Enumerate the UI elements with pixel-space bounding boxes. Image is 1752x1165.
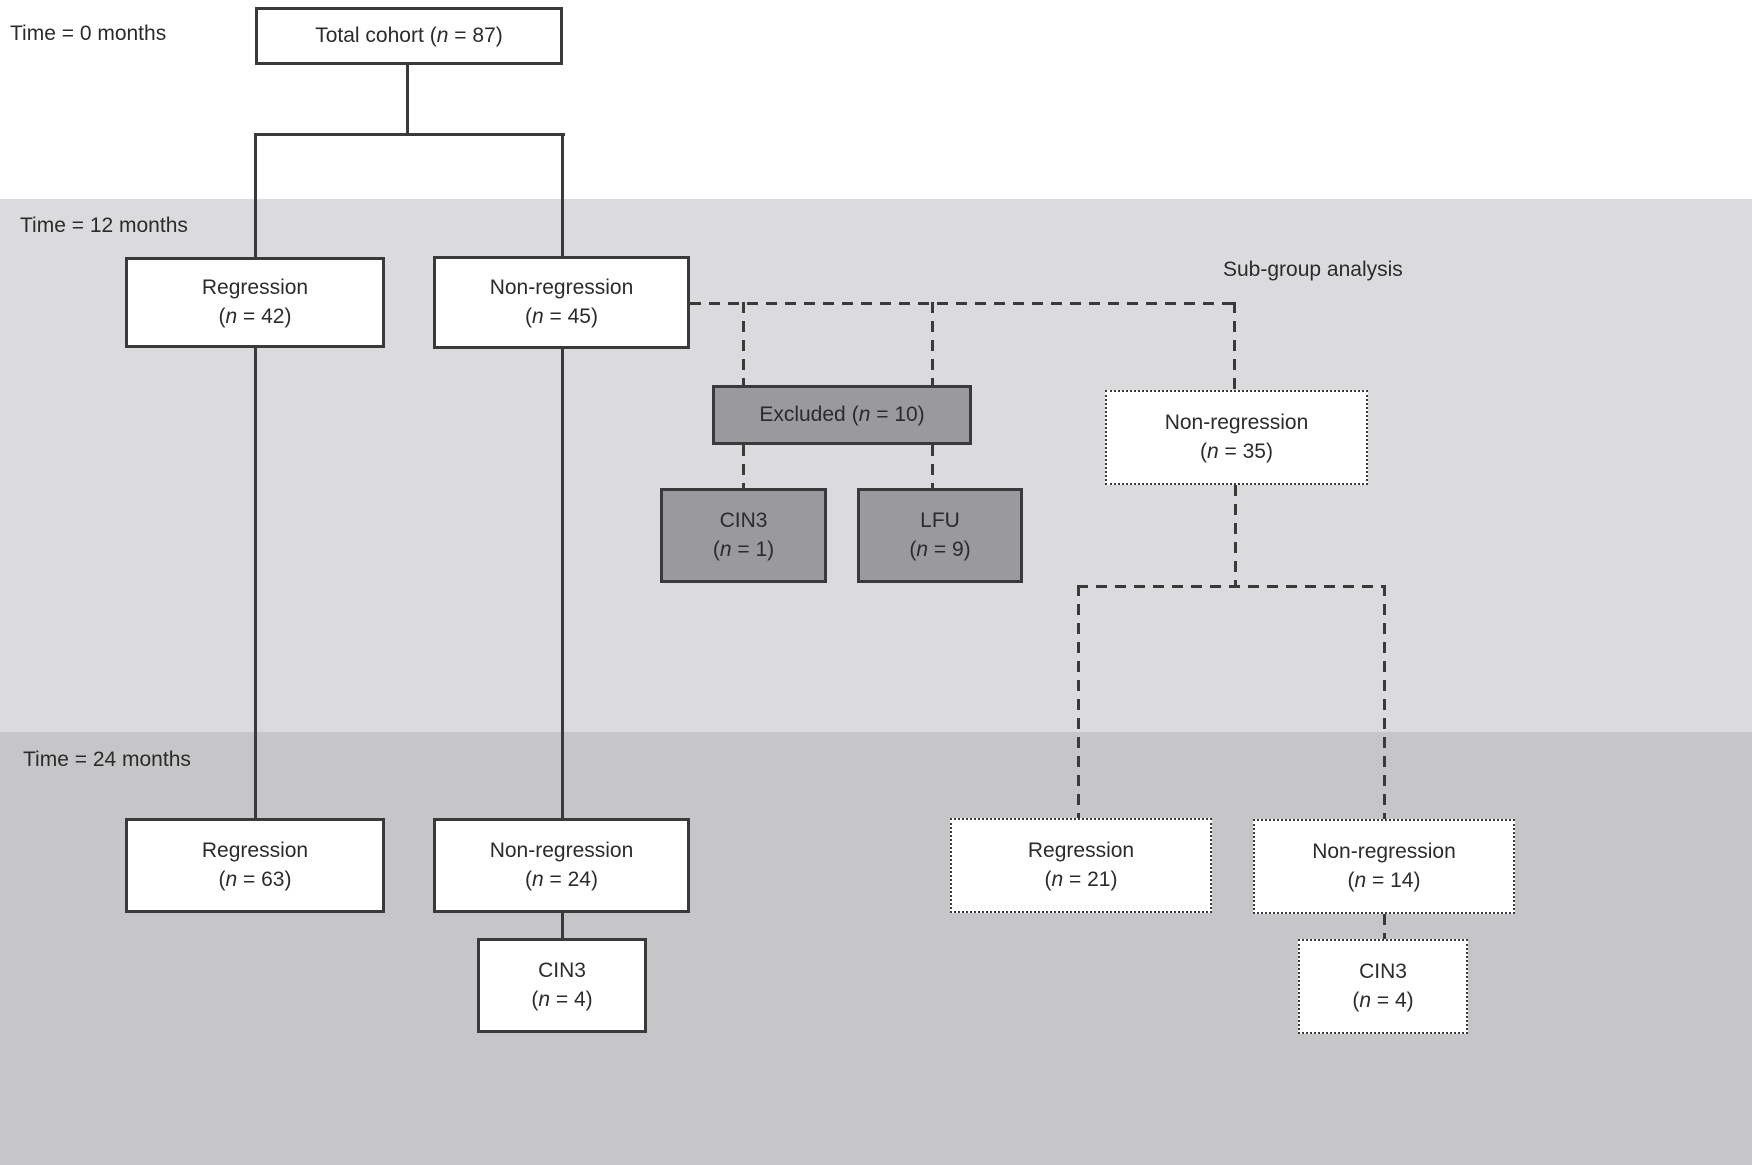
node-regression-24: Regression (n = 63): [125, 818, 385, 913]
node-total-cohort: Total cohort (n = 87): [255, 7, 563, 65]
node-cin3-24-title: CIN3: [538, 958, 586, 982]
node-non-regression-14: Non-regression (n = 14): [1253, 819, 1515, 914]
node-regression-21-title: Regression: [1027, 838, 1135, 862]
connector-dashed-excluded-to-lfu: [931, 445, 934, 488]
node-excluded: Excluded (n = 10): [712, 385, 972, 445]
node-lfu-title: LFU: [920, 508, 960, 532]
connector-dashed-subgroup-split: [1077, 585, 1386, 588]
label-time-12-months: Time = 12 months: [20, 214, 188, 237]
connector-split-to-regression12: [254, 133, 257, 257]
connector-dashed-to-regression21: [1077, 585, 1080, 818]
node-total-cohort-count: (n = 87): [429, 23, 503, 47]
node-non-regression-35: Non-regression (n = 35): [1105, 390, 1368, 485]
connector-dashed-to-nonregression14: [1383, 585, 1386, 819]
node-regression-24-title: Regression: [201, 838, 309, 862]
connector-dashed-nonregression35-down: [1234, 485, 1237, 585]
node-cin3-sub-title: CIN3: [1359, 959, 1407, 983]
label-time-24-months: Time = 24 months: [23, 748, 191, 771]
node-non-regression-14-count: (n = 14): [1347, 868, 1421, 892]
node-excluded-count: (n = 10): [851, 402, 925, 426]
connector-regression12-to-regression24: [254, 348, 257, 818]
connector-dashed-to-excluded-left: [742, 302, 745, 385]
connector-dashed-excluded-to-cin3: [742, 445, 745, 488]
node-non-regression-12: Non-regression (n = 45): [433, 256, 690, 349]
node-regression-21-count: (n = 21): [1044, 867, 1118, 891]
connector-dashed-to-excluded-right: [931, 302, 934, 385]
node-non-regression-35-title: Non-regression: [1164, 410, 1309, 434]
label-subgroup-analysis: Sub-group analysis: [1223, 258, 1403, 281]
connector-split-horizontal: [254, 133, 565, 136]
node-regression-24-count: (n = 63): [218, 867, 292, 891]
connector-dashed-nonregression14-to-cin3: [1383, 914, 1386, 939]
node-cin3-excluded-count: (n = 1): [712, 537, 775, 561]
node-lfu-count: (n = 9): [909, 537, 971, 561]
node-total-cohort-title: Total cohort: [315, 23, 424, 47]
node-regression-12-title: Regression: [201, 275, 309, 299]
node-excluded-title: Excluded: [759, 402, 846, 426]
node-regression-21: Regression (n = 21): [950, 818, 1212, 913]
node-non-regression-24-count: (n = 24): [525, 867, 598, 891]
band-24-months: [0, 732, 1752, 1165]
node-cin3-24: CIN3 (n = 4): [477, 938, 647, 1033]
node-non-regression-24-title: Non-regression: [489, 838, 634, 862]
node-cin3-excluded-title: CIN3: [719, 508, 768, 532]
connector-dashed-nonregression12-right: [690, 302, 1236, 305]
node-lfu: LFU (n = 9): [857, 488, 1023, 583]
label-time-0-months: Time = 0 months: [10, 22, 167, 45]
connector-nonregression24-to-cin3: [561, 913, 564, 938]
node-cin3-sub: CIN3 (n = 4): [1298, 939, 1468, 1034]
node-non-regression-14-title: Non-regression: [1312, 839, 1456, 863]
connector-nonregression12-to-nonregression24: [561, 349, 564, 818]
node-regression-12-count: (n = 42): [218, 304, 292, 328]
node-cin3-sub-count: (n = 4): [1352, 988, 1414, 1012]
connector-split-to-nonregression12: [561, 133, 564, 256]
node-cin3-24-count: (n = 4): [531, 987, 593, 1011]
node-non-regression-24: Non-regression (n = 24): [433, 818, 690, 913]
node-non-regression-12-count: (n = 45): [525, 304, 598, 328]
connector-dashed-to-nonregression35: [1233, 302, 1236, 390]
node-cin3-excluded: CIN3 (n = 1): [660, 488, 827, 583]
node-non-regression-35-count: (n = 35): [1200, 439, 1273, 463]
connector-total-to-split: [406, 65, 409, 134]
node-regression-12: Regression (n = 42): [125, 257, 385, 348]
node-non-regression-12-title: Non-regression: [489, 275, 634, 299]
